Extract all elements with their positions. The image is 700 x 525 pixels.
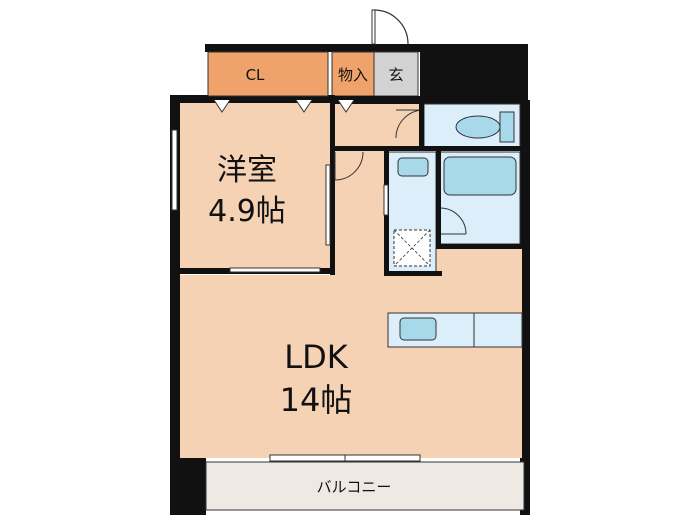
closet-label: CL — [246, 66, 265, 84]
wall-top-western — [170, 95, 330, 103]
balcony-label: バルコニー — [317, 478, 392, 496]
hallway-area — [333, 150, 385, 278]
western-slide-bottom — [229, 267, 321, 273]
bath-door-swing — [439, 207, 467, 235]
western-window-left — [171, 129, 178, 211]
wall-left-outer — [170, 95, 180, 515]
entrance-door-panel — [371, 9, 376, 45]
balcony-area — [205, 461, 525, 511]
toilet-tank-icon — [499, 111, 515, 143]
kitchen-sink-icon — [399, 317, 437, 341]
western-room-size: 4.9帖 — [208, 194, 286, 229]
wall-bath-bottom — [436, 244, 524, 249]
western-room-area — [180, 103, 330, 270]
western-room-label: 洋室 — [217, 153, 277, 188]
hall-door-swing — [334, 151, 364, 181]
wall-top-strip — [205, 44, 528, 52]
entrance-door-swing — [373, 9, 409, 45]
wall-western-right — [330, 95, 335, 275]
wall-left-column-bottom — [170, 455, 206, 515]
storage-label: 物入 — [338, 66, 368, 84]
toilet-bowl-icon — [455, 115, 501, 139]
ldk-area — [180, 275, 522, 458]
western-door-right — [325, 164, 331, 246]
closet-area — [207, 51, 329, 97]
wall-wet-bottom — [384, 271, 442, 276]
entrance-area — [373, 51, 419, 97]
closet-door-right — [295, 99, 313, 113]
washing-machine-diagonal-2 — [393, 229, 431, 267]
washroom-sliding-door — [383, 184, 389, 216]
storage-door — [337, 99, 355, 113]
bathtub-icon — [443, 156, 517, 196]
wall-wet-top — [333, 146, 523, 151]
wall-bath-left — [436, 148, 441, 248]
wall-toilet-left — [419, 96, 424, 150]
ldk-size: 14帖 — [280, 381, 353, 419]
ldk-label: LDK — [284, 338, 348, 376]
wash-basin-icon — [397, 157, 429, 177]
wall-right-outer — [520, 100, 530, 515]
wall-right-column — [420, 44, 528, 104]
entrance-label: 玄 — [388, 66, 403, 84]
hallway-upper-area — [333, 104, 419, 150]
wall-hall-top — [330, 96, 422, 104]
closet-door-left — [213, 99, 231, 113]
